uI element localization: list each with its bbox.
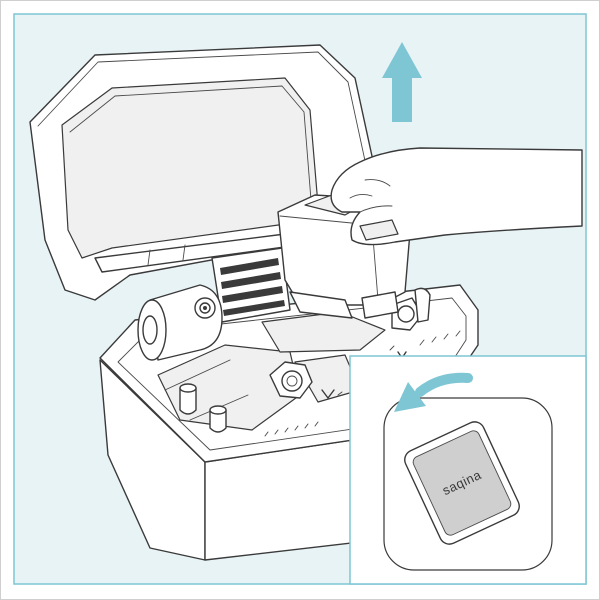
pump-cylinder: [137, 284, 223, 361]
curved-arrow-icon: [394, 372, 473, 412]
hand: [330, 147, 583, 246]
right-connector: [391, 287, 431, 331]
filter-cartridge: saqina: [404, 421, 520, 545]
inset-panel: saqina: [349, 355, 587, 585]
up-arrow-icon: [382, 42, 422, 122]
thumbnail: [359, 219, 399, 241]
port-knobs: [179, 383, 227, 433]
vent-grille: [211, 247, 291, 323]
hex-nut: [269, 361, 313, 399]
